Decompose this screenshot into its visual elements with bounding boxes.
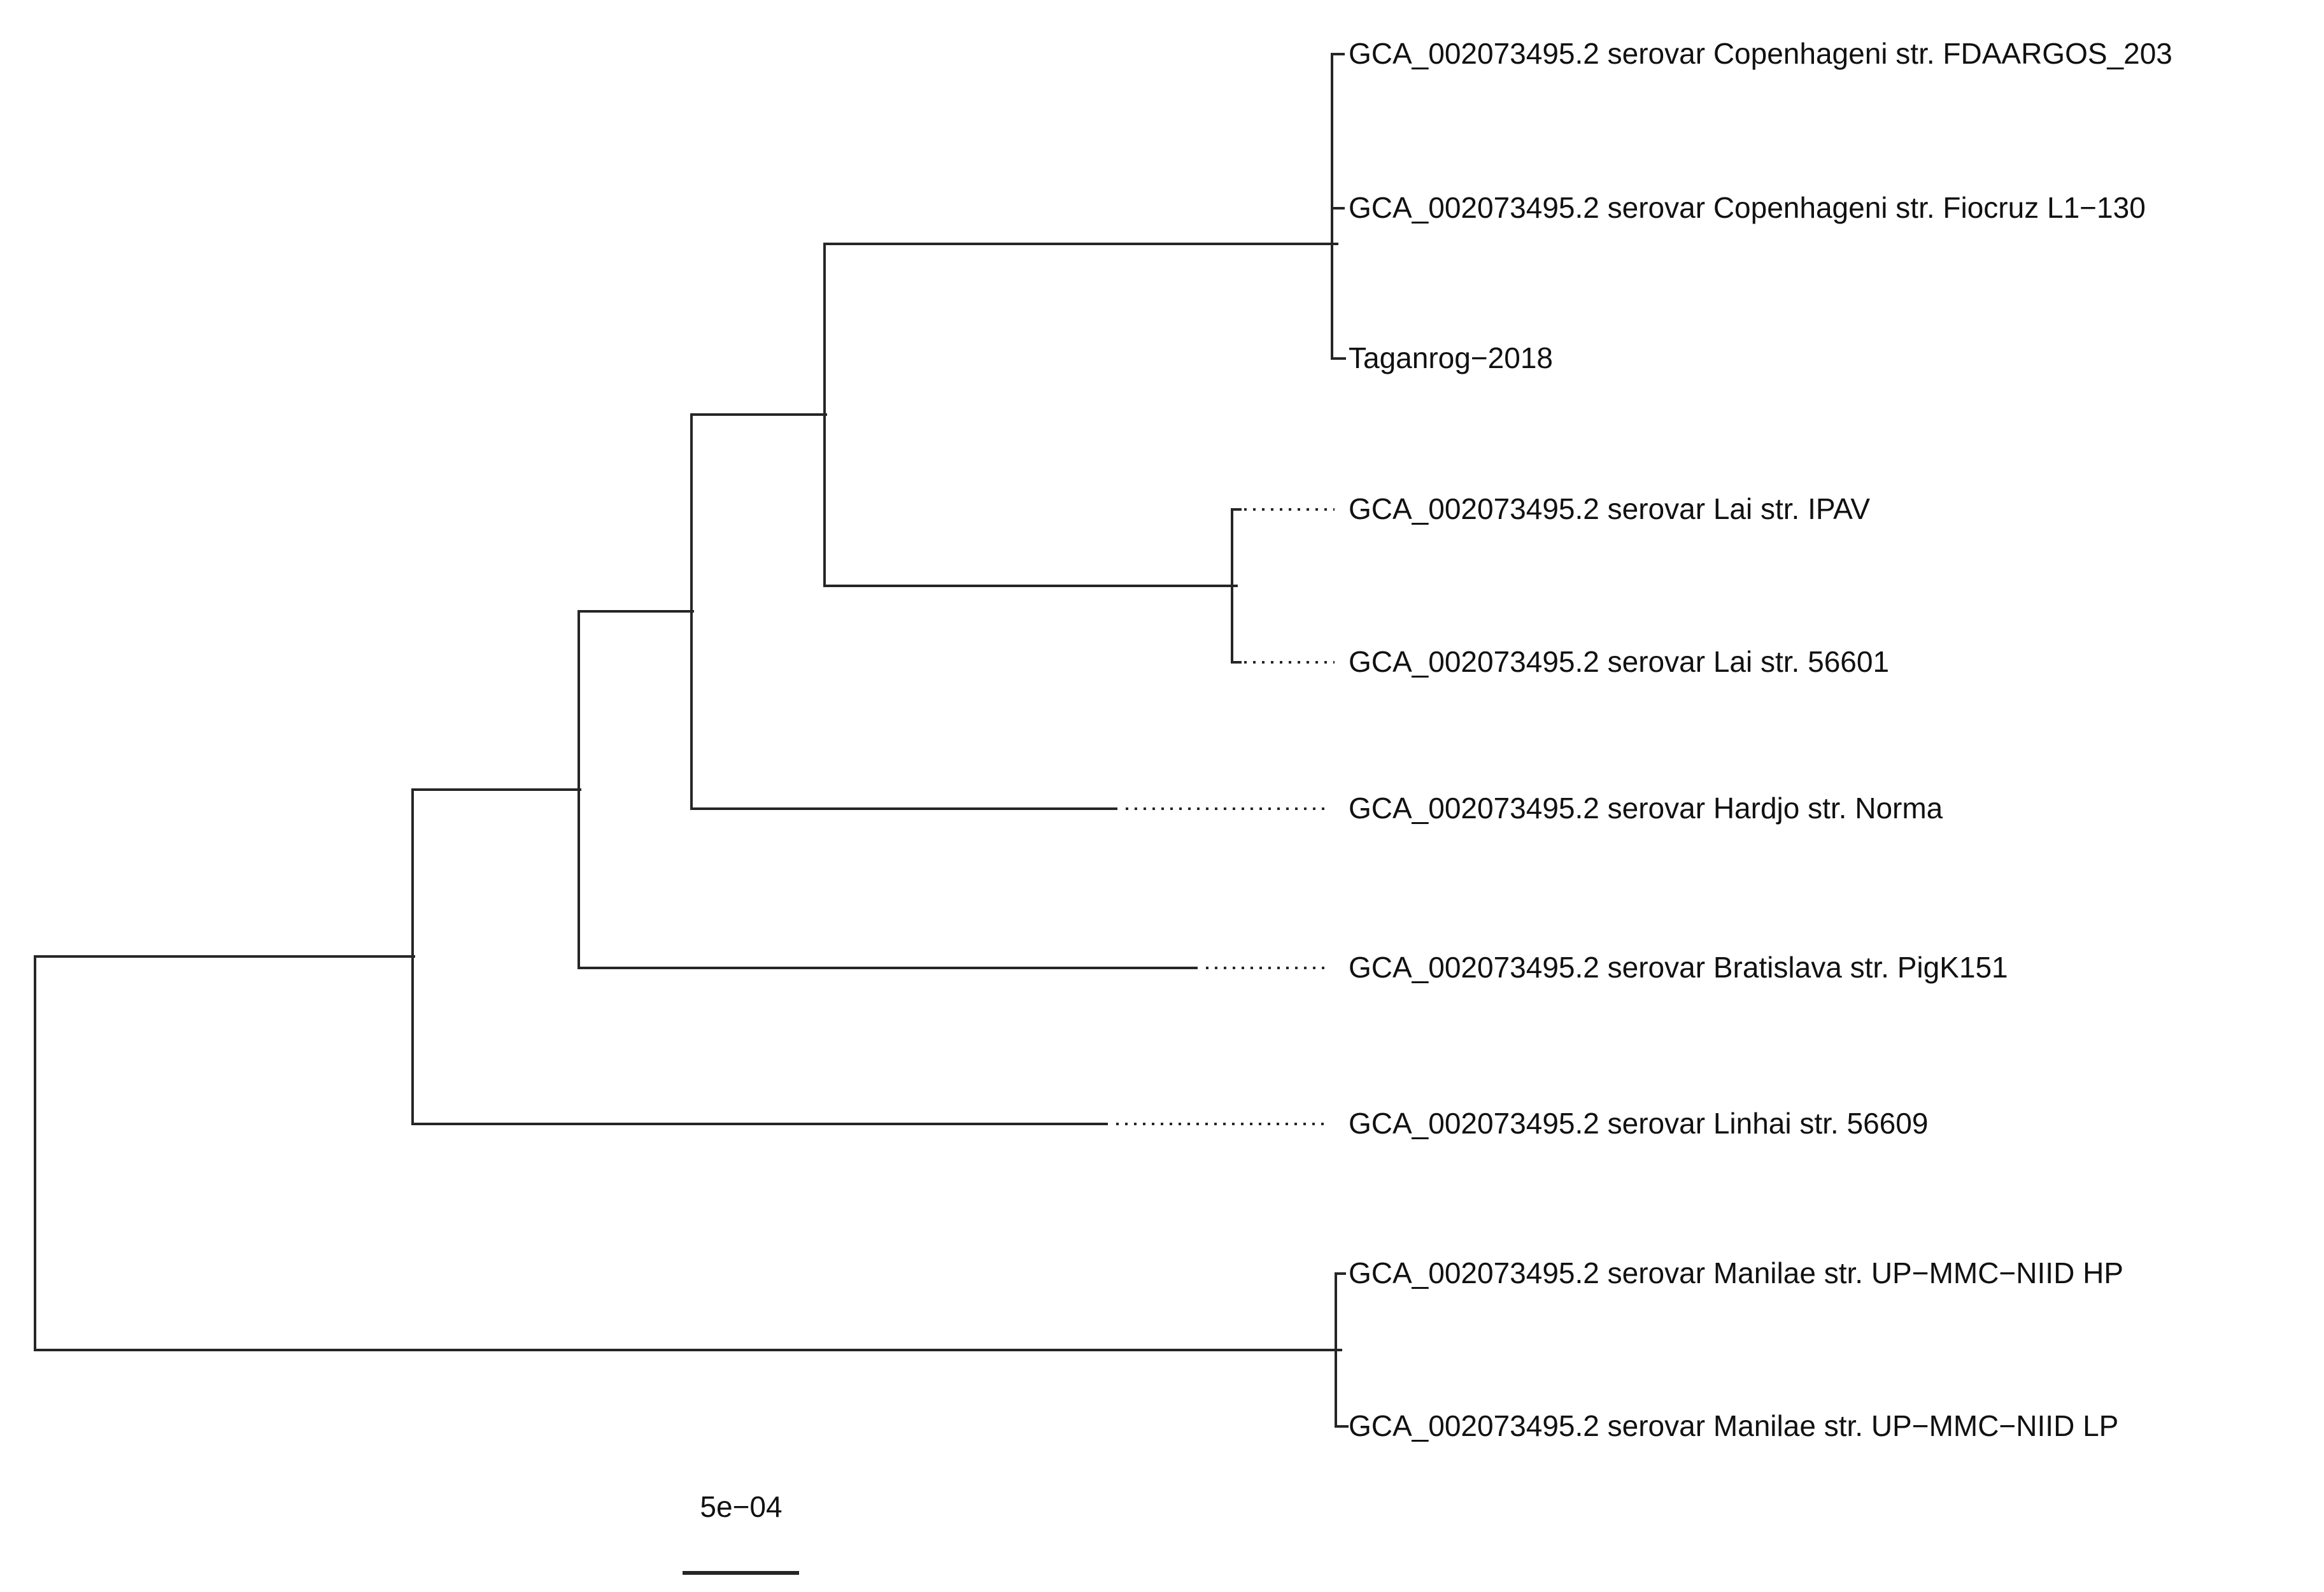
tree-branch-horizontal [579,967,1198,969]
tree-branch-horizontal [1232,661,1242,664]
scale-bar [683,1571,799,1575]
tip-label: Taganrog−2018 [1349,341,1554,375]
tip-label: GCA_002073495.2 serovar Linhai str. 5660… [1349,1107,1929,1141]
tree-branch-horizontal [825,585,1238,587]
tree-branch-horizontal [35,955,415,958]
tip-label: GCA_002073495.2 serovar Manilae str. UP−… [1349,1409,2119,1443]
tip-label: GCA_002073495.2 serovar Manilae str. UP−… [1349,1256,2123,1290]
tree-branch-horizontal [1336,1425,1349,1428]
scale-bar-label: 5e−04 [700,1490,783,1523]
tree-branch-vertical-root [34,955,36,1351]
tip-label: GCA_002073495.2 serovar Lai str. IPAV [1349,492,1871,526]
tip-alignment-dotted-line [1244,508,1335,511]
tip-alignment-dotted-line [1116,1123,1328,1125]
tip-label: GCA_002073495.2 serovar Hardjo str. Norm… [1349,792,1943,825]
tree-branch-horizontal [579,610,694,613]
tip-label: GCA_002073495.2 serovar Copenhageni str.… [1349,191,2146,225]
tip-label: GCA_002073495.2 serovar Bratislava str. … [1349,951,2008,984]
tree-branch-horizontal [1336,1272,1346,1275]
tree-branch-horizontal [413,788,581,791]
tip-alignment-dotted-line [1126,807,1328,810]
tree-branch-horizontal [825,243,1338,245]
tree-branch-horizontal [1332,53,1345,55]
tree-branch-horizontal [691,413,827,416]
tree-branch-horizontal [691,807,1117,810]
tree-branch-horizontal [1332,357,1346,360]
tip-label: GCA_002073495.2 serovar Copenhageni str.… [1349,37,2172,71]
tree-branch-horizontal [35,1349,1342,1351]
tree-branch-horizontal [413,1123,1108,1125]
tip-alignment-dotted-line [1244,661,1335,664]
tip-alignment-dotted-line [1206,967,1328,969]
tree-branch-horizontal [1232,508,1242,511]
tip-label: GCA_002073495.2 serovar Lai str. 56601 [1349,645,1890,679]
tree-branch-vertical-node-copenhageni-clade [1331,53,1333,360]
tree-branch-horizontal [1332,207,1345,210]
